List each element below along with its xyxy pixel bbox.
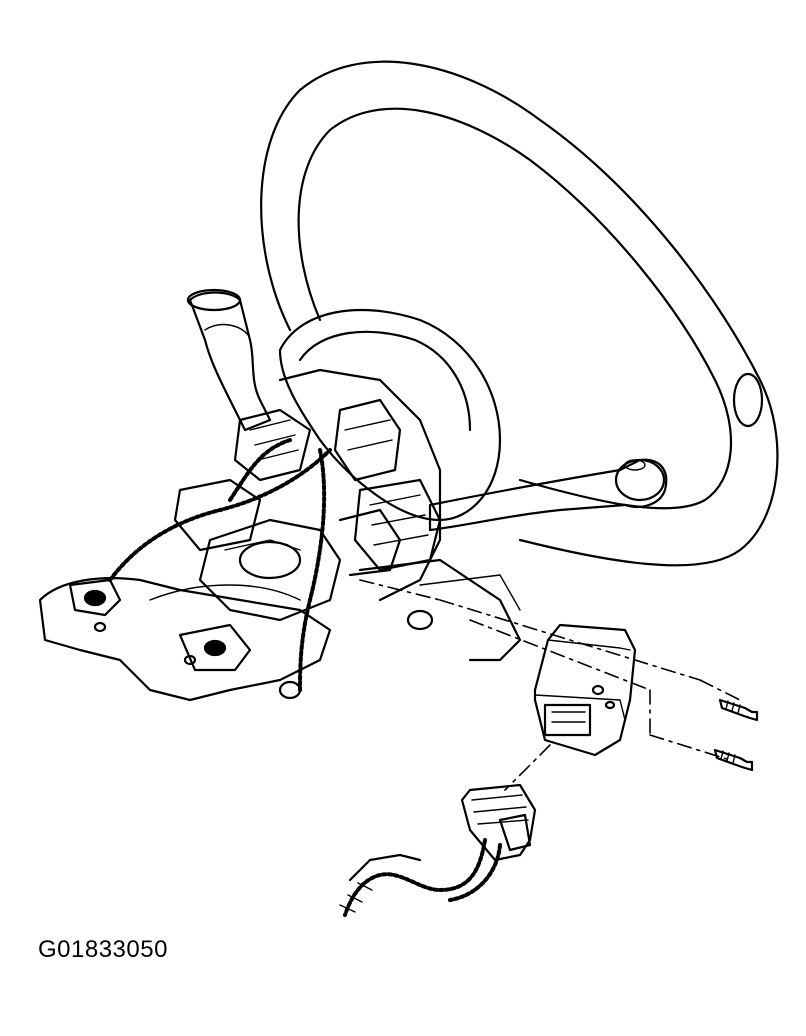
steering-wheel-rim-outer (260, 60, 779, 567)
figure-id-label: G01833050 (38, 936, 168, 963)
wiring-harness-upper (108, 438, 332, 692)
turn-signal-lever (186, 288, 272, 432)
column-support-bracket (38, 558, 522, 702)
steering-column-body (173, 368, 442, 622)
mounting-screw-lower (713, 748, 754, 772)
steering-wheel-hub (278, 308, 502, 522)
steering-wheel-module (533, 623, 637, 757)
steering-wheel (260, 60, 779, 567)
wiring-harness-lower (339, 838, 502, 917)
steering-wheel-rim-inner (297, 107, 733, 510)
mounting-screw-upper (718, 698, 759, 722)
wiper-lever (428, 458, 668, 532)
steering-wheel-hub-inner (298, 330, 472, 432)
wiring-connector (460, 783, 537, 862)
steering-wheel-rim-spot (732, 372, 764, 428)
